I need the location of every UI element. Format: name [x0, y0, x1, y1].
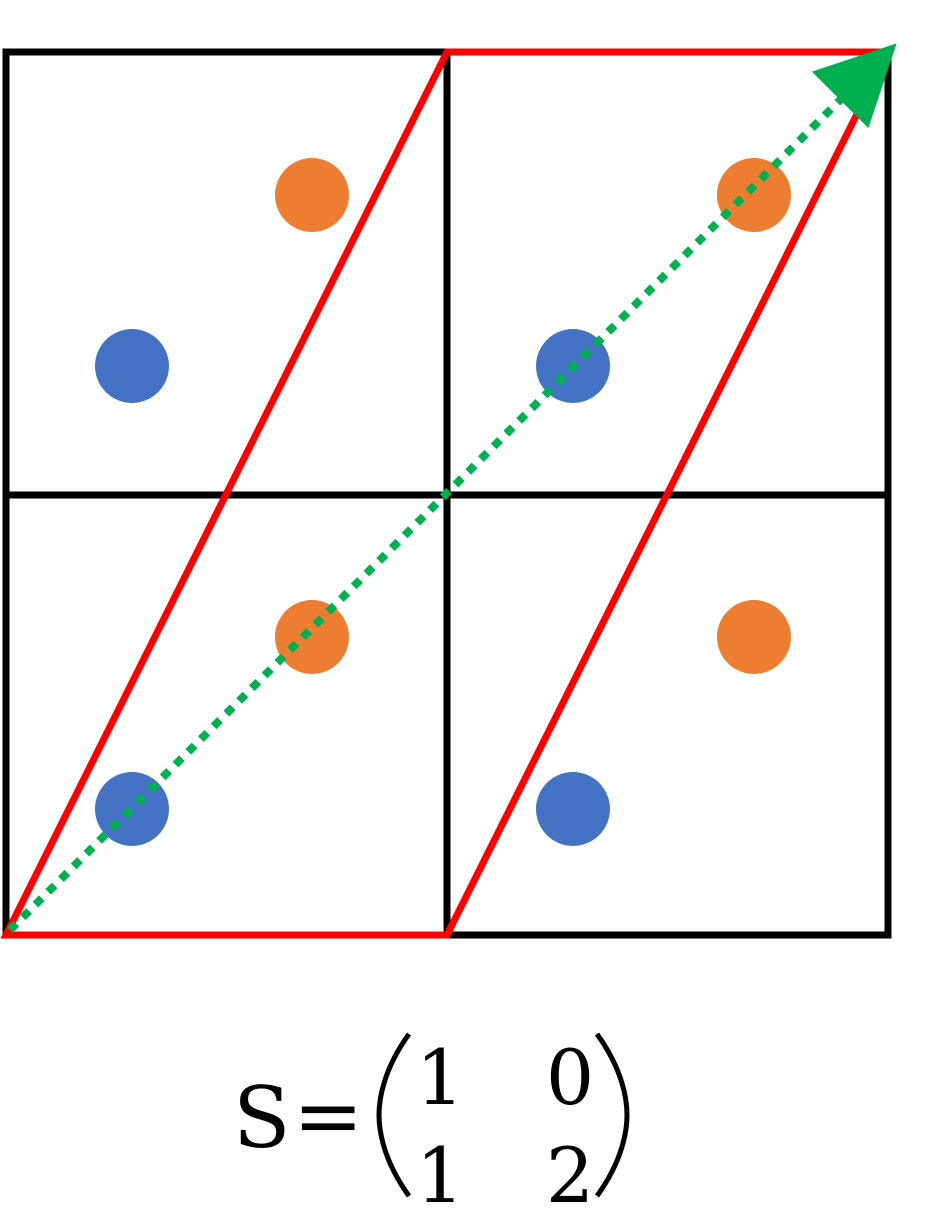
matrix-entry-1-1: 1	[415, 1033, 465, 1122]
atom-blue	[536, 772, 610, 846]
atom-orange	[275, 158, 349, 232]
matrix-symbol: S	[233, 1069, 291, 1167]
right-paren-icon	[594, 1032, 630, 1198]
atom-orange	[717, 158, 791, 232]
lattice-vector-arrow	[7, 43, 897, 933]
atom-orange	[275, 600, 349, 674]
atom-orange	[717, 600, 791, 674]
unit-cell-bottom-right	[443, 491, 892, 939]
unit-cell-top-left	[2, 48, 451, 499]
left-paren-icon	[376, 1032, 412, 1198]
matrix-entry-2-2: 2	[545, 1131, 595, 1220]
atom-blue	[95, 329, 169, 403]
atom-blue	[95, 772, 169, 846]
supercell-diagram	[0, 43, 897, 939]
transformation-matrix-equation: S = 1 0 1 2	[225, 1030, 645, 1214]
equals-sign: =	[293, 1067, 364, 1165]
matrix-entry-2-1: 1	[415, 1131, 465, 1220]
matrix-entry-1-2: 0	[545, 1033, 595, 1122]
atoms	[95, 158, 791, 846]
